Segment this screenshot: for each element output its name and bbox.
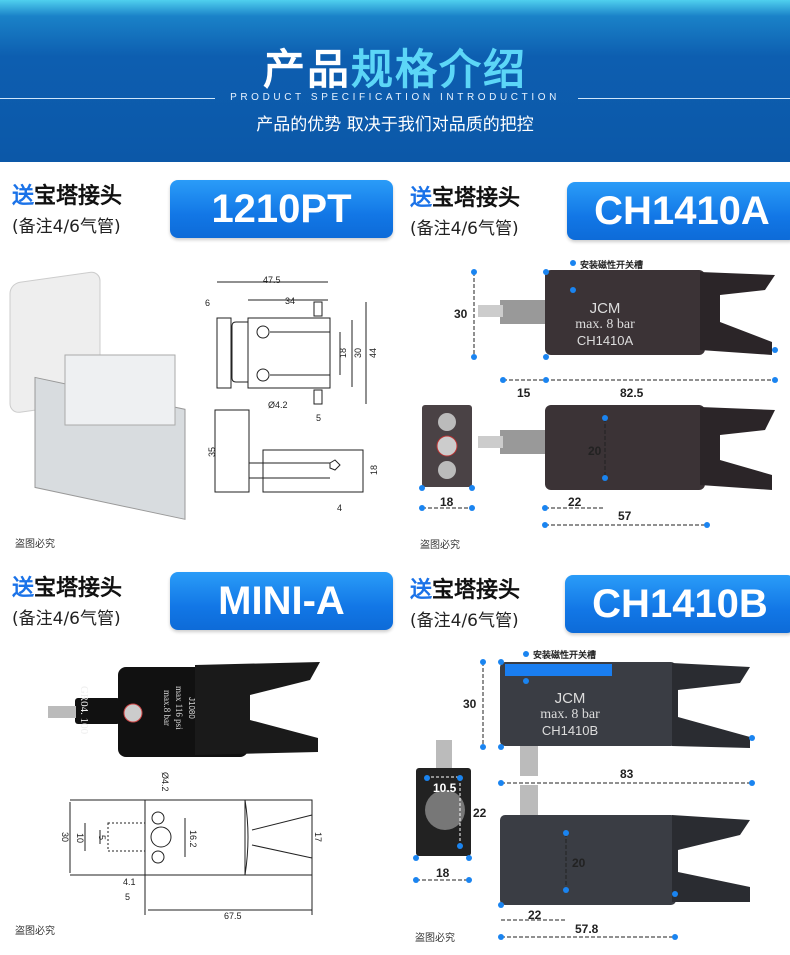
product-marking: GR04. 100 [78,685,91,735]
dim-label: 18 [369,464,379,475]
dim-label: 30 [454,307,468,321]
product-marking: max 116 psi [174,686,184,730]
model-badge: 1210PT [170,180,393,238]
dim-label: 22 [528,908,542,922]
dim-label: 18 [436,866,450,880]
title-white: 产品 [262,45,351,94]
product-marking: J1080 [187,697,196,719]
gift-label: 送宝塔接头(备注4/6气管) [410,578,521,631]
model-badge: CH1410B [565,575,790,633]
dim-label: 18 [440,495,454,509]
dim-label: 4.1 [123,877,136,887]
product-mini-a-illustration [48,662,320,915]
page-title: 产品规格介绍 [0,36,790,97]
title-blue: 规格介绍 [351,45,528,94]
dim-label: 10.5 [433,781,457,795]
product-marking: max.8 bar [162,690,172,726]
slot-label: 安装磁性开关槽 [580,260,644,270]
dim-label: 5 [125,892,131,902]
product-ch1410a-illustration [419,260,778,528]
slot-label: 安装磁性开关槽 [533,650,597,660]
dim-label: 10 [75,833,85,844]
divider [578,98,790,99]
dim-label: 82.5 [620,386,644,400]
dim-label: 16.2 [188,830,198,848]
dim-label: 22 [568,495,582,509]
dim-label: 22 [473,806,487,820]
dim-label: 30 [60,832,70,843]
model-badge: MINI-A [170,572,393,630]
dim-label: Ø4.2 [160,772,170,792]
dim-label: 34 [285,296,296,306]
gift-label: 送宝塔接头(备注4/6气管) [12,184,123,237]
divider [0,98,215,99]
dim-label: 30 [353,347,363,358]
product-ch1410b-illustration [413,651,755,940]
watermark: 盗图必究 [415,933,455,944]
gift-label: 送宝塔接头(备注4/6气管) [12,576,123,629]
subtitle-en: PRODUCT SPECIFICATION INTRODUCTION [230,92,560,103]
dim-label: 83 [620,767,634,781]
dim-label: 57.8 [575,922,599,936]
dim-label: 35 [207,446,217,457]
dim-label: 6 [205,298,211,308]
dim-label: 57 [618,509,632,523]
dim-label: 18 [338,347,348,358]
dim-label: 44 [368,347,378,358]
dim-label: 20 [572,856,586,870]
tagline: 产品的优势 取决于我们对品质的把控 [256,115,534,135]
model-badge: CH1410A [567,182,790,240]
dim-label: Ø4.2 [268,400,288,410]
dim-label: 5 [97,835,107,841]
watermark: 盗图必究 [420,540,460,551]
gift-label: 送宝塔接头(备注4/6气管) [410,186,521,239]
dim-label: 15 [517,386,531,400]
product-1210pt-illustration [9,271,367,520]
dim-label: 20 [588,444,602,458]
dim-label: 4 [337,503,343,513]
watermark: 盗图必究 [15,926,55,937]
header-banner: 产品规格介绍 PRODUCT SPECIFICATION INTRODUCTIO… [0,0,790,162]
watermark: 盗图必究 [15,539,55,550]
dim-label: 30 [463,697,477,711]
dim-label: 17 [313,832,323,843]
dim-label: 47.5 [263,275,281,285]
dim-label: 5 [316,413,322,423]
dim-label: 67.5 [224,911,242,921]
